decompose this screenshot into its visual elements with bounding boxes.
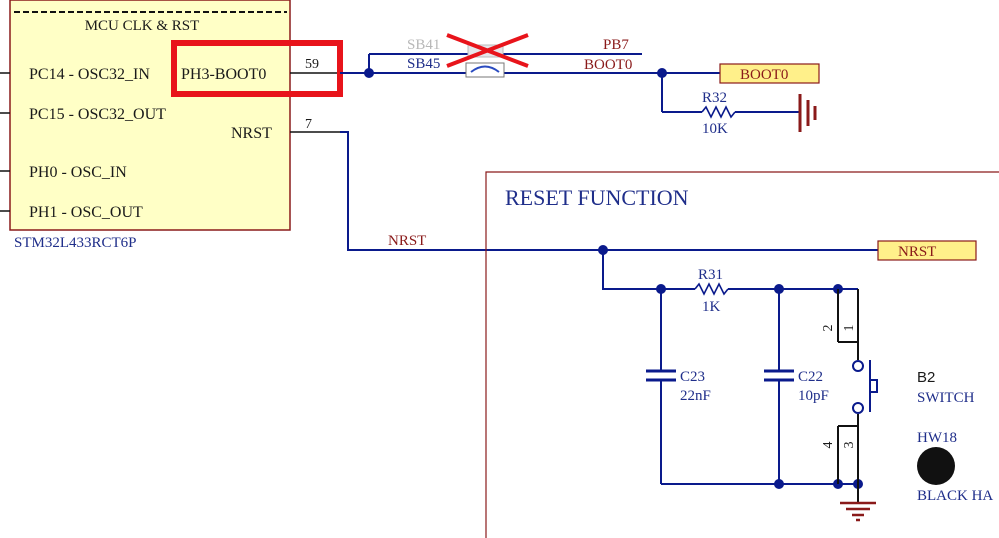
ground-symbol-boot0 [798, 94, 817, 132]
pin-label-ph0: PH0 - OSC_IN [29, 164, 127, 181]
switch-actuator-button [869, 379, 878, 393]
pin-label-ph3: PH3-BOOT0 [181, 66, 266, 83]
mcu-header: MCU CLK & RST [85, 18, 200, 34]
pin-label-pc15: PC15 - OSC32_OUT [29, 106, 166, 123]
switch-type: SWITCH [917, 390, 975, 406]
pin-label-pc14: PC14 - OSC32_IN [29, 66, 150, 83]
c22-ref: C22 [798, 369, 823, 385]
junction-boot0-left [364, 68, 374, 78]
wire-reset-top [602, 250, 695, 290]
r31-ref: R31 [698, 267, 723, 283]
solder-bridge-sb45 [465, 62, 505, 78]
port-nrst-label: NRST [898, 244, 936, 260]
mcu-part-number: STM32L433RCT6P [14, 235, 137, 251]
junction-c22-bottom [774, 479, 784, 489]
highlight-box [171, 40, 343, 97]
net-label-nrst: NRST [388, 233, 426, 249]
port-boot0 [719, 63, 820, 84]
pin-number-ph3: 59 [305, 57, 319, 72]
switch-ref: B2 [917, 369, 935, 386]
c23-ref: C23 [680, 369, 705, 385]
port-nrst [877, 240, 977, 261]
net-label-pb7: PB7 [603, 37, 629, 53]
net-label-boot0: BOOT0 [584, 57, 632, 73]
removed-cross-b [446, 33, 529, 68]
reset-section: RESET FUNCTION NRST R31 1K C23 22nF C22 … [485, 171, 999, 538]
r32-ref: R32 [702, 90, 727, 106]
sb45-label: SB45 [407, 56, 440, 72]
hw-label: BLACK HA [917, 488, 993, 504]
reset-section-title: RESET FUNCTION [505, 185, 689, 210]
c22-value: 10pF [798, 388, 829, 404]
resistor-r32 [701, 105, 736, 119]
switch-pin-3: 3 [842, 442, 857, 449]
sb41-label: SB41 [407, 37, 440, 53]
pin-label-nrst: NRST [231, 125, 272, 142]
pin-label-ph1: PH1 - OSC_OUT [29, 204, 143, 221]
resistor-r31 [694, 282, 729, 296]
r32-value: 10K [702, 121, 728, 137]
switch-pin-4: 4 [821, 442, 836, 449]
hw-ref: HW18 [917, 430, 957, 446]
boot0-network: SB41 SB45 PB7 BOOT0 BOOT0 R32 10K [340, 33, 820, 137]
r31-value: 1K [702, 299, 721, 315]
switch-contact-top [852, 360, 864, 372]
reset-section-border [485, 171, 999, 538]
mcu-block: MCU CLK & RST PC14 - OSC32_IN PC15 - OSC… [0, 0, 340, 251]
ground-symbol-reset [840, 501, 876, 522]
switch-pin-1: 1 [842, 325, 857, 332]
pin-number-nrst: 7 [305, 117, 312, 132]
mcu-body [9, 0, 291, 231]
solder-bridge-sb45-arc [470, 65, 500, 73]
port-boot0-label: BOOT0 [740, 67, 788, 83]
c23-value: 22nF [680, 388, 711, 404]
switch-contact-bottom [852, 402, 864, 414]
hw-marker [917, 447, 955, 485]
switch-pin-2: 2 [821, 325, 836, 332]
wire-nrst-trace [340, 131, 878, 251]
